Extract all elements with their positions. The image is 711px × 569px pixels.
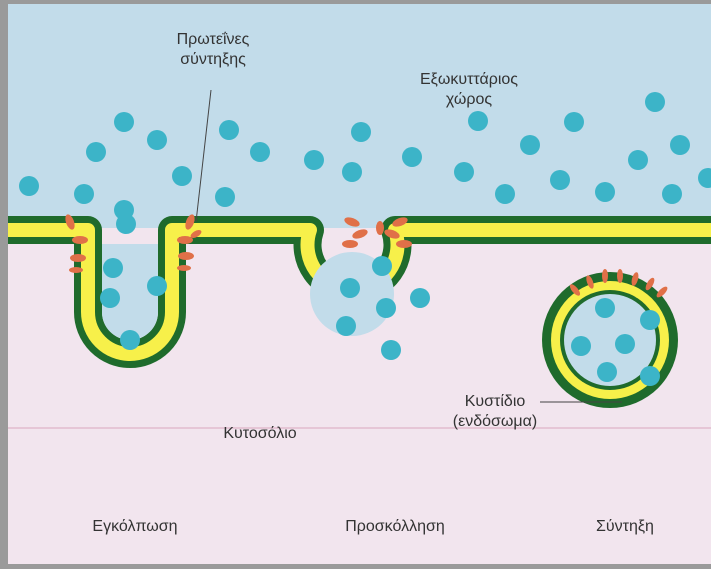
- proteins-label: Πρωτεΐνες σύντηξης: [158, 30, 268, 70]
- extracellular-label-line2: χώρος: [394, 90, 544, 110]
- extracellular-label-line1: Εξωκυττάριος: [394, 70, 544, 90]
- endosome-vesicle: [542, 272, 678, 408]
- vesicle-label: Κυστίδιο (ενδόσωμα): [440, 392, 550, 432]
- stage-invagination-label: Εγκόλπωση: [60, 517, 210, 537]
- proteins-label-line2: σύντηξης: [158, 50, 268, 70]
- extracellular-label: Εξωκυττάριος χώρος: [394, 70, 544, 110]
- vesicle-label-line2: (ενδόσωμα): [440, 412, 550, 432]
- stage-adhesion-label: Προσκόλληση: [320, 517, 470, 537]
- cytosol-label: Κυτοσόλιο: [205, 424, 315, 444]
- vesicle-label-line1: Κυστίδιο: [440, 392, 550, 412]
- proteins-label-line1: Πρωτεΐνες: [158, 30, 268, 50]
- stage-fusion-label: Σύντηξη: [560, 517, 690, 537]
